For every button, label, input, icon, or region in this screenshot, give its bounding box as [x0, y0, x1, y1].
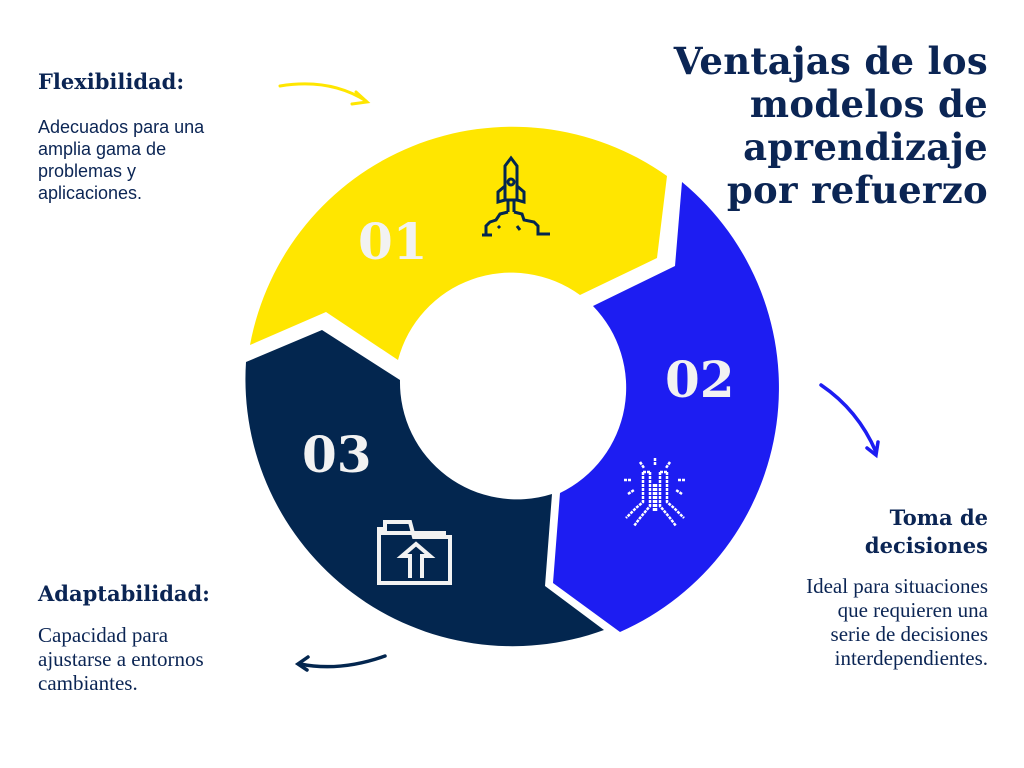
arrow-to-segment-01-icon — [278, 82, 371, 106]
description-line: cambiantes. — [38, 671, 138, 695]
rocket-launch-icon — [482, 155, 550, 237]
flexibility-description: Adecuados para una amplia gama de proble… — [38, 116, 204, 204]
heading-line: Toma de — [889, 505, 988, 530]
decision-making-description: Ideal para situaciones que requieren una… — [806, 574, 988, 670]
description-line: ajustarse a entornos — [38, 647, 204, 671]
radiating-hands-icon — [624, 458, 686, 527]
title-line: aprendizaje — [743, 125, 988, 169]
segment-01 — [250, 126, 667, 360]
heading-line: decisiones — [864, 533, 988, 558]
description-line: interdependientes. — [834, 646, 988, 670]
description-line: problemas y — [38, 161, 137, 181]
title-line: por refuerzo — [726, 168, 988, 212]
description-line: Ideal para situaciones — [806, 574, 988, 598]
description-line: amplia gama de — [38, 139, 167, 159]
adaptability-heading: Adaptabilidad: — [38, 581, 210, 606]
description-line: que requieren una — [837, 598, 988, 622]
description-line: Adecuados para una — [38, 117, 205, 137]
description-line: Capacidad para — [38, 623, 169, 647]
description-line: aplicaciones. — [38, 183, 143, 203]
segment-03-number: 03 — [302, 425, 372, 484]
title-line: modelos de — [749, 82, 988, 126]
adaptability-description: Capacidad para ajustarse a entornos camb… — [38, 623, 204, 695]
title-line: Ventajas de los — [673, 39, 988, 83]
folder-upload-icon — [377, 520, 452, 585]
arrow-to-segment-03-icon — [294, 654, 387, 672]
arrow-to-segment-02-icon — [819, 383, 880, 459]
description-line: serie de decisiones — [830, 622, 988, 646]
segment-01-number: 01 — [358, 212, 428, 271]
segment-03 — [245, 330, 604, 647]
segment-02-number: 02 — [665, 350, 735, 409]
decision-making-heading: Toma de decisiones — [865, 504, 988, 560]
flexibility-heading: Flexibilidad: — [38, 69, 185, 94]
segment-02 — [553, 182, 779, 632]
page-title: Ventajas de los modelos de aprendizaje p… — [628, 40, 988, 212]
